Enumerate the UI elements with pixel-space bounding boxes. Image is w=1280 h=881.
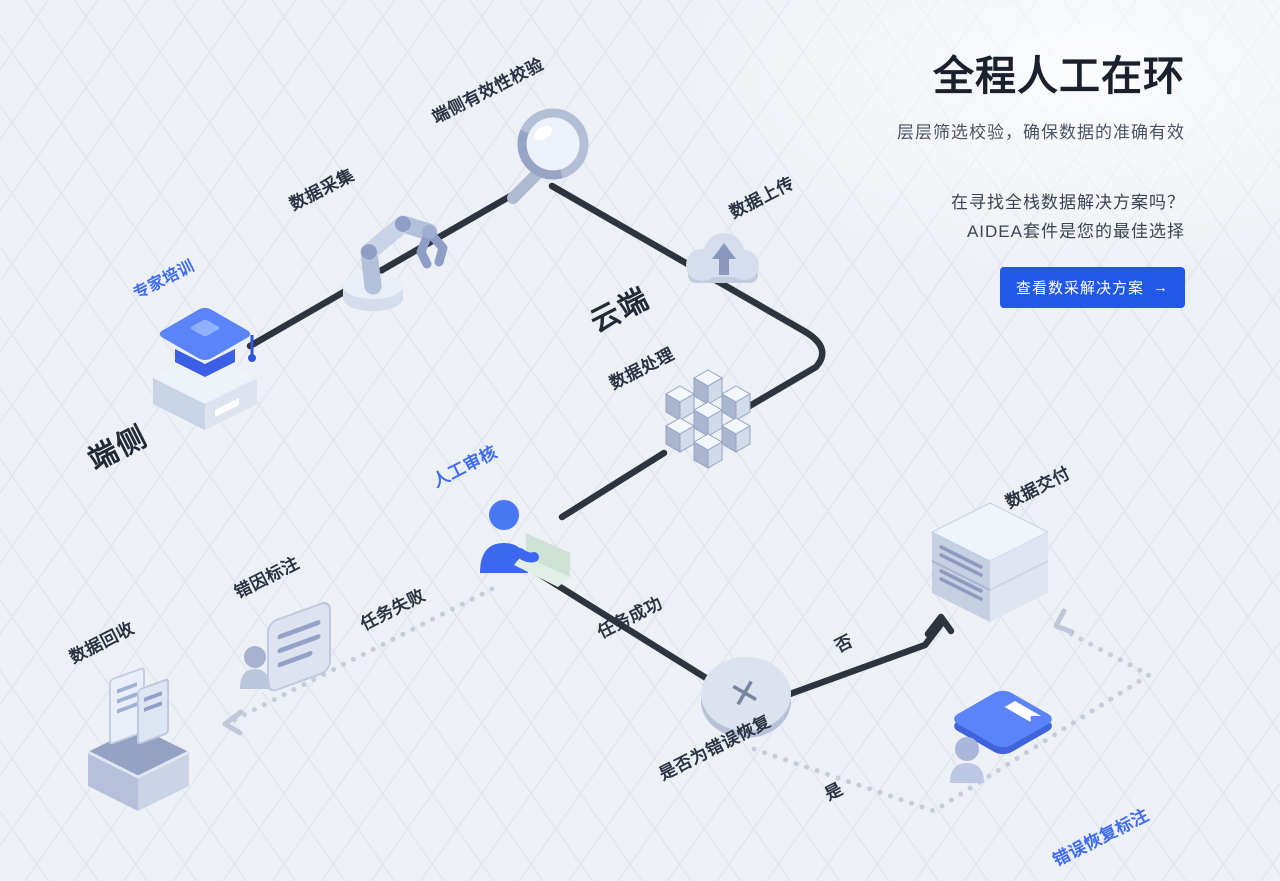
delivery-dotted-arrowhead-icon — [1053, 608, 1075, 635]
cta-label: 查看数采解决方案 — [1015, 279, 1144, 297]
pitch-line-2: AIDEA套件是您的最佳选择 — [966, 221, 1185, 241]
processing-to-review-line — [558, 449, 668, 521]
validation-to-processing-line — [548, 182, 826, 418]
cloud-upload-icon — [672, 215, 772, 303]
page-title: 全程人工在环 — [933, 53, 1185, 99]
delivery-arrowhead-icon — [924, 613, 955, 638]
decision-no-line — [786, 620, 945, 698]
bookmark-ribbon-icon — [1004, 701, 1042, 722]
decision-disc-icon — [696, 645, 796, 747]
pitch-line-1: 在寻找全栈数据解决方案吗？ — [951, 193, 1185, 212]
task-failed-dotted-line — [227, 586, 495, 725]
info-panel: 全程人工在环 层层筛选校验，确保数据的准确有效 在寻找全栈数据解决方案吗？ AI… — [897, 42, 1185, 308]
edge-to-validation-line — [246, 190, 518, 350]
robot-arm-icon — [325, 190, 465, 315]
pitch-text: 在寻找全栈数据解决方案吗？ AIDEA套件是您的最佳选择 — [897, 189, 1185, 247]
server-stack-icon — [925, 495, 1055, 635]
recovery-annotation-person-icon — [945, 683, 1060, 798]
recycle-arrowhead-icon — [222, 709, 244, 736]
cta-button[interactable]: 查看数采解决方案 → — [999, 266, 1185, 308]
magnifier-icon — [495, 100, 595, 210]
recycle-box-icon — [76, 666, 201, 811]
review-to-decision-line — [532, 568, 710, 682]
graduation-cap-icon — [143, 288, 268, 430]
upload-arrow-icon — [712, 243, 736, 275]
page-subtitle: 层层筛选校验，确保数据的准确有效 — [897, 123, 1185, 142]
arrow-right-icon: → — [1153, 278, 1169, 296]
cube-cluster-icon — [656, 366, 760, 474]
reviewer-person-icon — [470, 495, 590, 595]
error-annotation-person-icon — [240, 593, 345, 699]
